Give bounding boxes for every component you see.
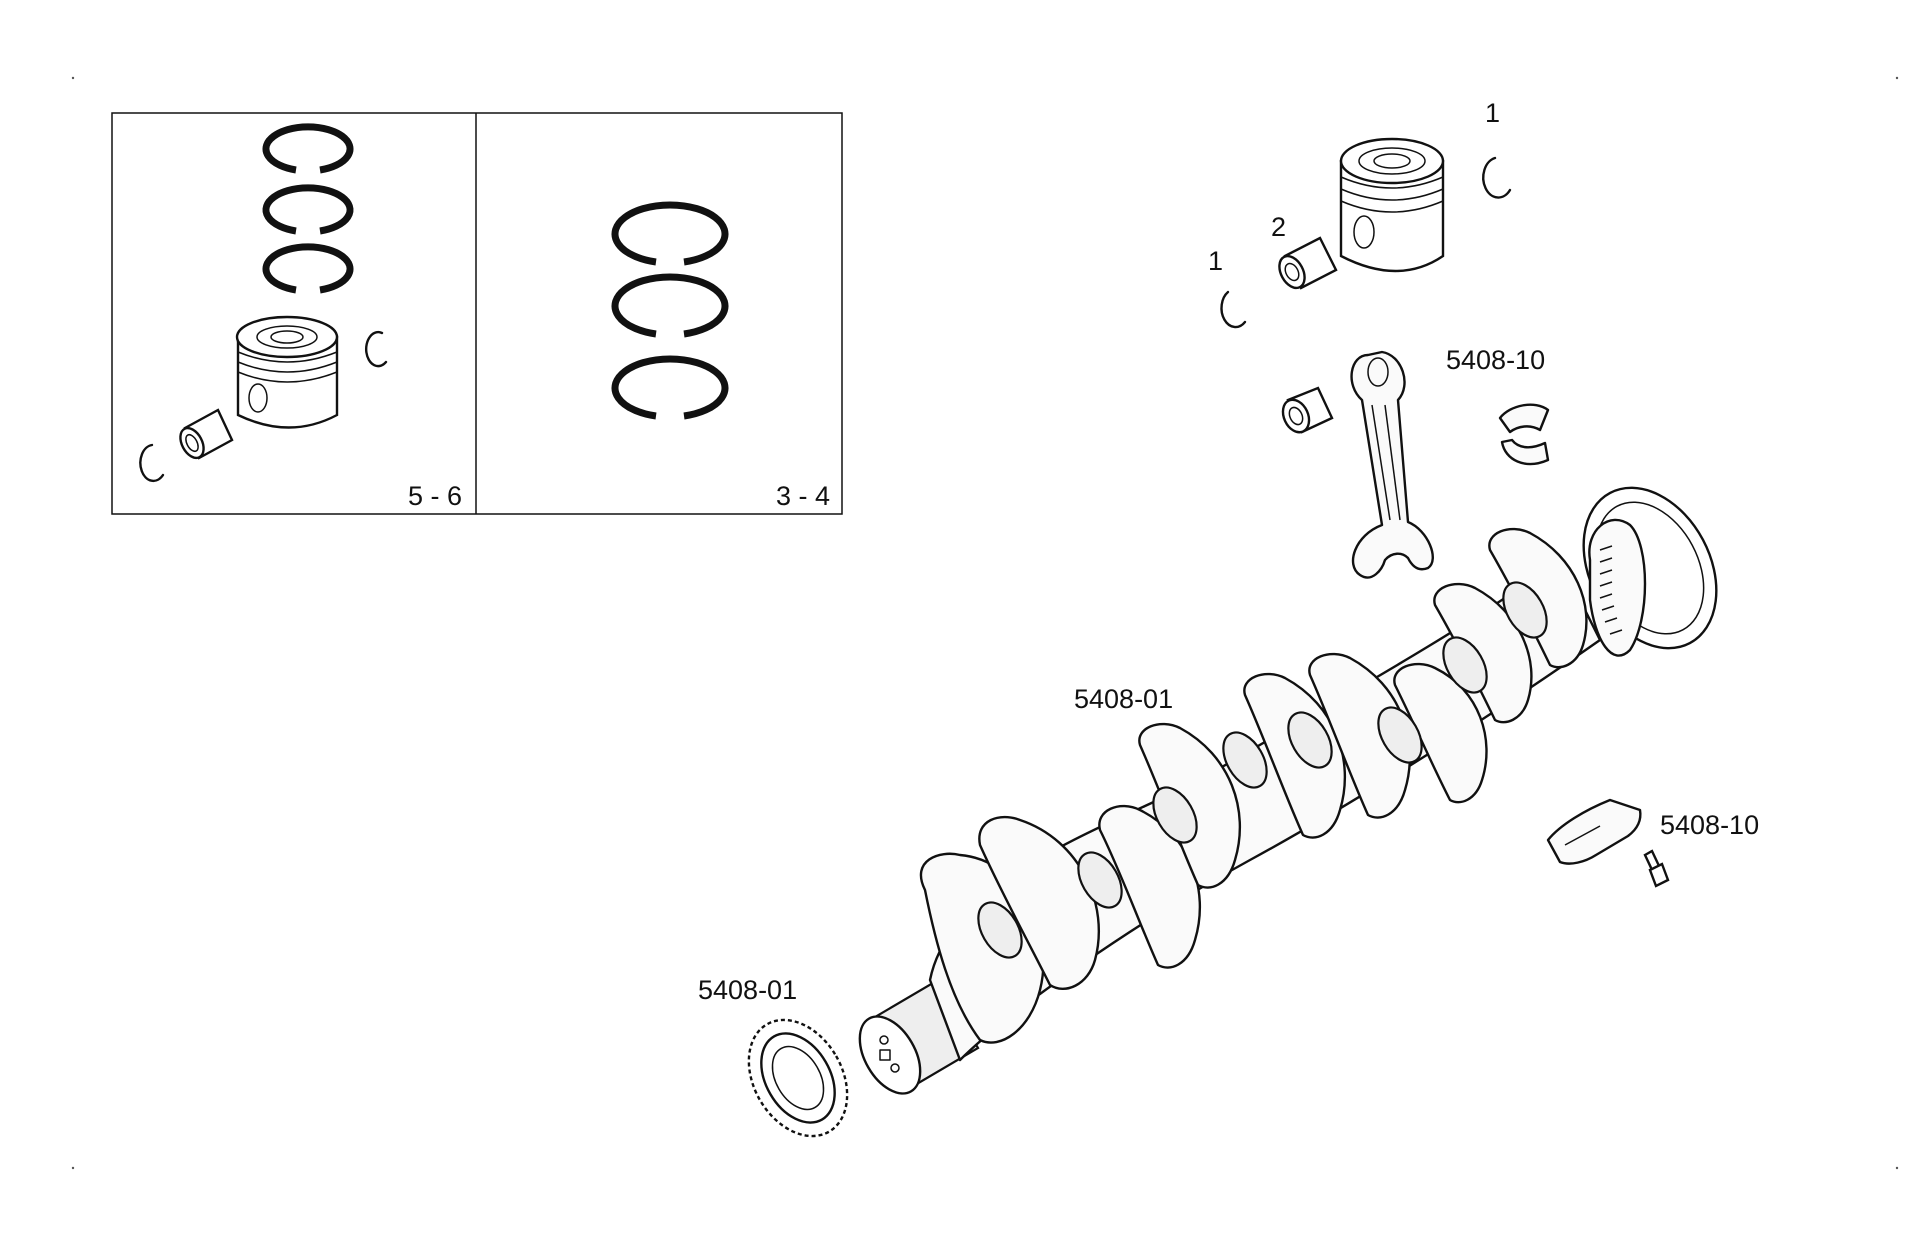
inset-left-piston-kit [139, 123, 388, 483]
circlip-small-right [365, 330, 388, 368]
timing-gear [747, 1018, 849, 1138]
piston-ring-c [611, 355, 729, 420]
main-bearing-bolt [1643, 849, 1670, 888]
inset-left-label: 5 - 6 [408, 481, 462, 511]
piston-ring-b [611, 273, 729, 338]
piston-ring-3 [262, 243, 354, 294]
inset-box [111, 112, 843, 515]
conrod-bushing [1281, 386, 1334, 434]
piston-ring-1 [262, 123, 354, 174]
circlip-left [1220, 290, 1247, 329]
callout-circlip-left: 1 [1208, 246, 1223, 276]
inset-right-ring-set [611, 201, 729, 420]
callout-crankshaft: 5408-01 [1074, 684, 1173, 714]
conrod-bearing-shells [1498, 403, 1550, 466]
callout-piston-pin: 2 [1271, 212, 1286, 242]
crankshaft-rear-gear-teeth [1599, 545, 1623, 635]
corner-marks [71, 76, 1899, 1170]
inset-right-label: 3 - 4 [776, 481, 830, 511]
circlip-top [1482, 156, 1512, 199]
callout-conrod-bearing: 5408-10 [1446, 345, 1545, 375]
connecting-rod [1350, 350, 1434, 579]
piston-small [235, 315, 339, 429]
callout-timing-gear: 5408-01 [698, 975, 797, 1005]
piston-pin-small [179, 408, 234, 460]
piston-ring-2 [262, 184, 354, 235]
callout-main-bearing: 5408-10 [1660, 810, 1759, 840]
piston [1339, 137, 1445, 273]
circlip-small-left [139, 443, 165, 483]
crankshaft [858, 486, 1718, 1095]
piston-pin [1278, 236, 1338, 290]
piston-ring-a [611, 201, 729, 266]
callout-circlip-top: 1 [1485, 98, 1500, 128]
main-bearing-shell [1546, 798, 1642, 865]
